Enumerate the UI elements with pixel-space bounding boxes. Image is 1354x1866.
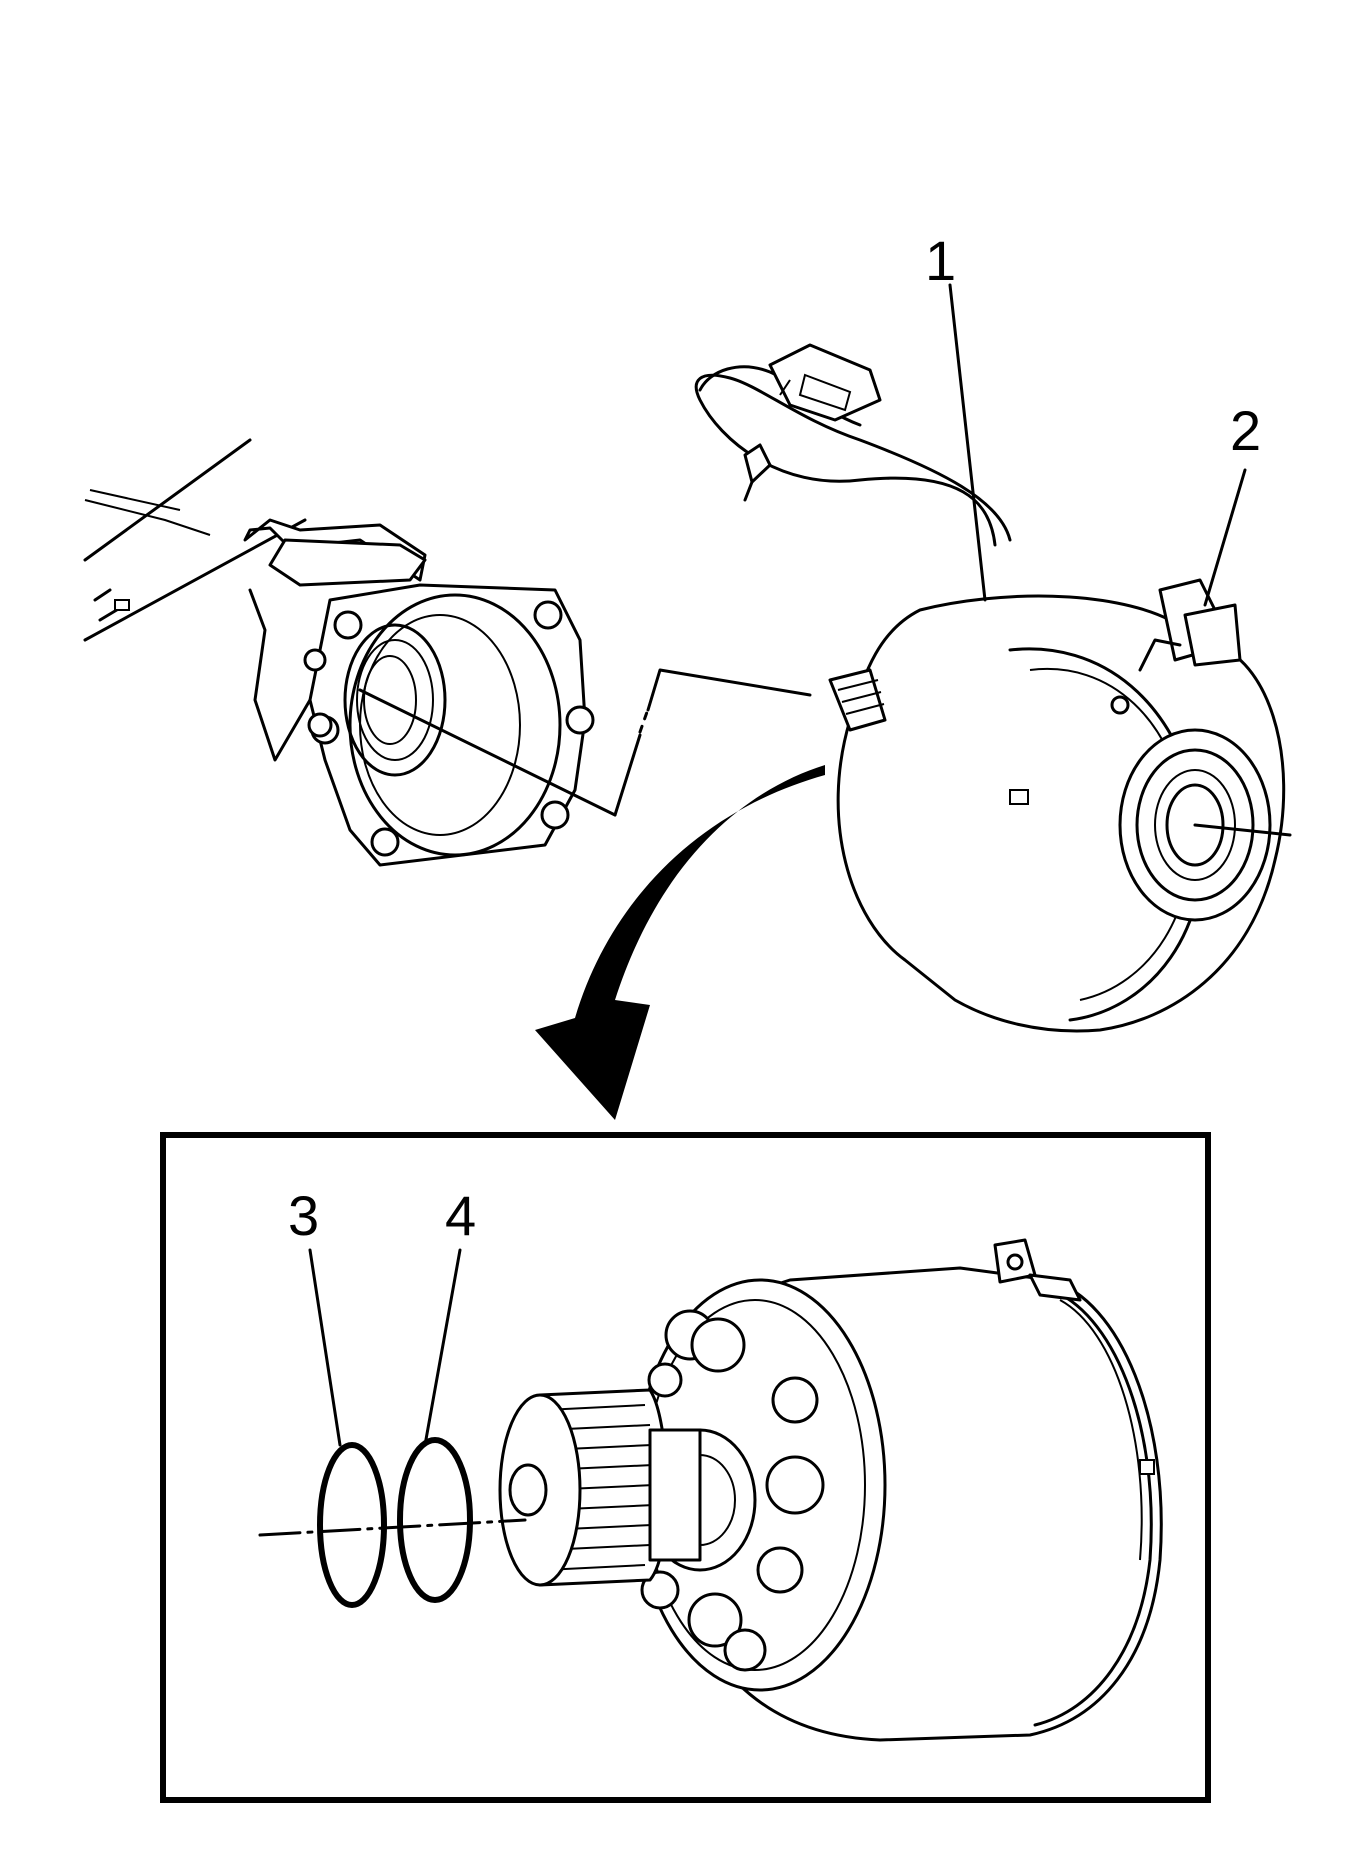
leader-lines — [308, 283, 1247, 1447]
bolt-heads — [640, 1309, 825, 1672]
zoom-arrow — [535, 765, 825, 1120]
alignment-line — [358, 668, 812, 817]
motor-assembly — [694, 343, 1292, 1033]
callout-2: 2 — [1230, 399, 1261, 462]
detail-inset — [160, 1132, 1211, 1803]
seal-ring-4 — [397, 1437, 473, 1603]
steering-column-housing — [83, 438, 595, 867]
output-shaft — [498, 1388, 702, 1587]
motor-rear-view — [633, 1238, 1163, 1742]
center-axis-line — [258, 1518, 527, 1537]
callout-3: 3 — [288, 1184, 319, 1247]
callout-1: 1 — [925, 229, 956, 292]
callout-4: 4 — [445, 1184, 476, 1247]
retaining-ring-3 — [317, 1442, 387, 1608]
